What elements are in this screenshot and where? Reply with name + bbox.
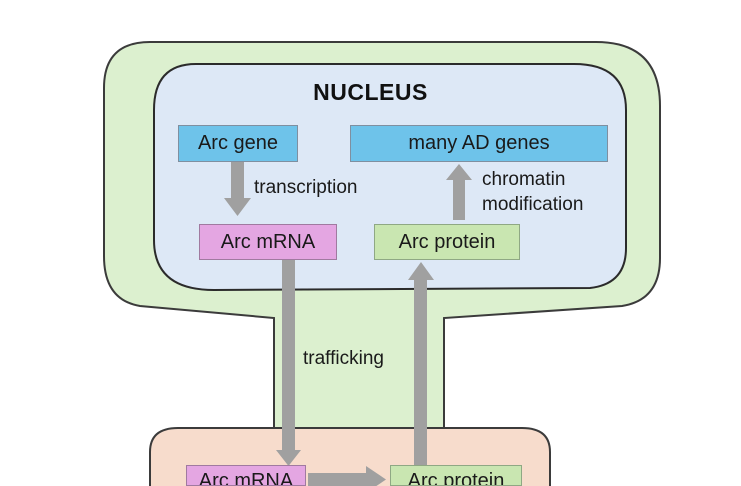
modification-label: modification [482, 194, 584, 215]
transcription-arrow [224, 162, 251, 216]
arc-mrna-nucleus-box: Arc mRNA [199, 224, 337, 260]
trafficking-label: trafficking [303, 348, 384, 369]
translation-arrow [308, 466, 386, 486]
arc-gene-label: Arc gene [197, 132, 279, 154]
many-ad-genes-box: many AD genes [350, 125, 608, 162]
nucleus-title: NUCLEUS [313, 79, 428, 105]
arc-protein-nucleus-label: Arc protein [398, 230, 496, 253]
arc-mrna-dendrite-box: Arc mRNA [186, 465, 306, 486]
chromatin-modification-arrow [446, 164, 472, 220]
transcription-label: transcription [254, 177, 358, 198]
chromatin-label: chromatin [482, 169, 566, 190]
many-ad-genes-label: many AD genes [408, 132, 550, 154]
arc-gene-box: Arc gene [178, 125, 298, 162]
arc-protein-dendrite-box: Arc protein [390, 465, 522, 486]
arc-mrna-nucleus-label: Arc mRNA [220, 230, 316, 253]
arc-mrna-dendrite-label: Arc mRNA [198, 470, 294, 486]
trafficking-arrow [276, 260, 301, 466]
protein-import-arrow [408, 262, 434, 470]
arc-protein-nucleus-box: Arc protein [374, 224, 520, 260]
arc-protein-dendrite-label: Arc protein [407, 470, 505, 486]
